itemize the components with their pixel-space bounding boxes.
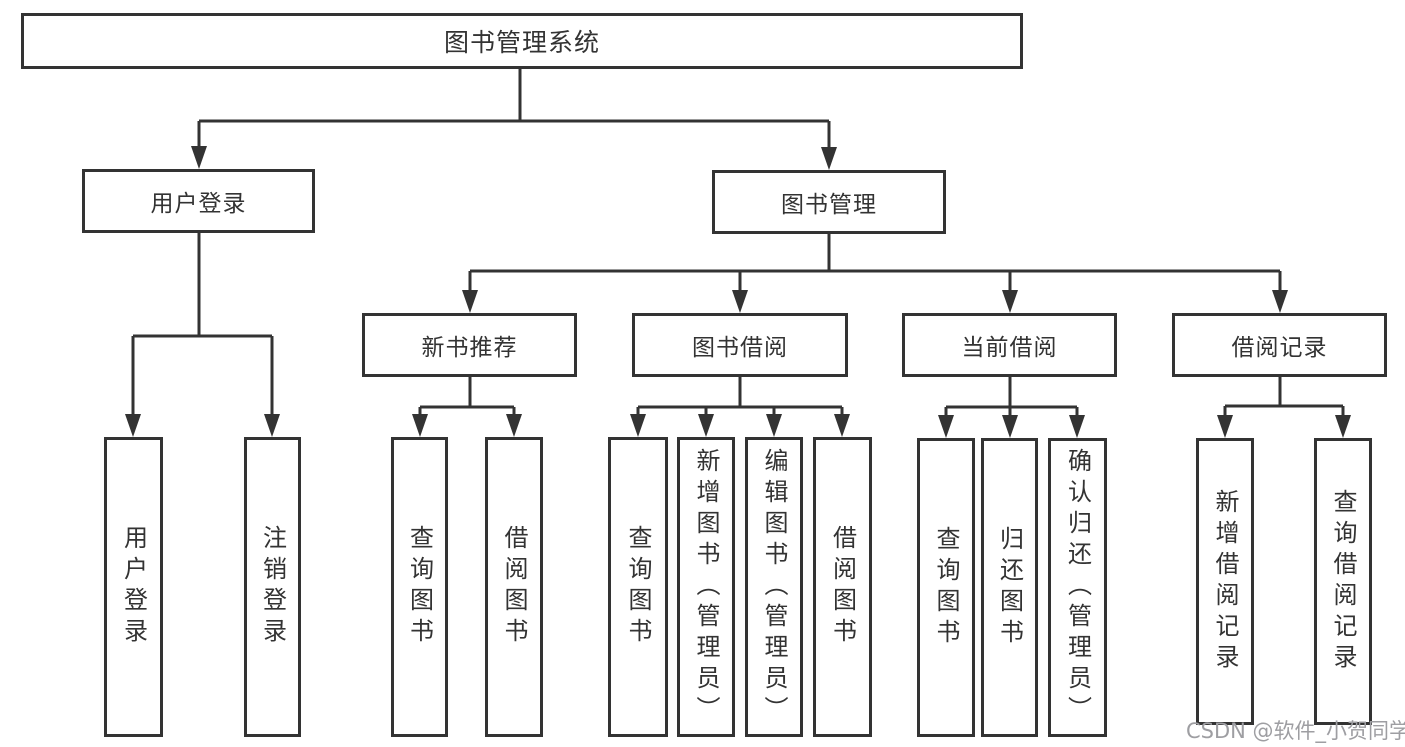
leaf-label: 借阅图书 xyxy=(500,525,528,649)
node-new-book-recommend: 新书推荐 xyxy=(362,313,577,377)
node-label: 新书推荐 xyxy=(421,335,518,361)
node-borrow-records: 借阅记录 xyxy=(1172,313,1387,377)
leaf-label: 查询借阅记录 xyxy=(1329,488,1357,675)
leaf-query-books: 查询图书 xyxy=(917,438,975,737)
leaf-label: 查询图书 xyxy=(932,525,960,650)
leaf-label: 查询图书 xyxy=(624,525,652,649)
leaf-borrow-books: 借阅图书 xyxy=(813,437,872,737)
node-root-system: 图书管理系统 xyxy=(21,13,1023,69)
node-book-borrowing: 图书借阅 xyxy=(632,313,848,377)
leaf-add-borrow-record: 新增借阅记录 xyxy=(1196,438,1254,725)
node-label: 用户登录 xyxy=(150,191,247,217)
leaf-return-books: 归还图书 xyxy=(981,438,1038,737)
leaf-label: 确认归还（管理员） xyxy=(1063,448,1092,727)
leaf-label: 编辑图书（管理员） xyxy=(760,447,788,727)
leaf-label: 借阅图书 xyxy=(828,525,857,649)
node-label: 当前借阅 xyxy=(961,335,1058,361)
leaf-query-borrow-record: 查询借阅记录 xyxy=(1314,438,1372,725)
leaf-confirm-return-admin: 确认归还（管理员） xyxy=(1048,438,1107,737)
leaf-label: 注销登录 xyxy=(258,525,287,649)
node-book-management: 图书管理 xyxy=(712,170,946,234)
leaf-user-login: 用户登录 xyxy=(104,437,163,737)
leaf-label: 用户登录 xyxy=(119,525,148,649)
node-label: 图书借阅 xyxy=(692,335,788,361)
watermark: CSDN @软件_小贺同学 xyxy=(1186,719,1405,743)
leaf-edit-books-admin: 编辑图书（管理员） xyxy=(745,437,803,737)
leaf-query-books: 查询图书 xyxy=(391,437,448,737)
node-label: 图书管理 xyxy=(781,192,877,218)
leaf-label: 查询图书 xyxy=(405,525,434,649)
leaf-add-books-admin: 新增图书（管理员） xyxy=(677,437,735,737)
node-current-borrowing: 当前借阅 xyxy=(902,313,1117,377)
leaf-label: 新增借阅记录 xyxy=(1211,488,1239,675)
leaf-borrow-books: 借阅图书 xyxy=(485,437,543,737)
node-label: 借阅记录 xyxy=(1231,335,1328,361)
node-label: 图书管理系统 xyxy=(443,28,600,57)
leaf-label: 新增图书（管理员） xyxy=(692,447,720,727)
leaf-label: 归还图书 xyxy=(995,525,1024,650)
arrowheads xyxy=(125,146,1351,438)
node-user-login: 用户登录 xyxy=(82,169,315,233)
leaf-query-books: 查询图书 xyxy=(608,437,668,737)
leaf-logout: 注销登录 xyxy=(244,437,301,737)
